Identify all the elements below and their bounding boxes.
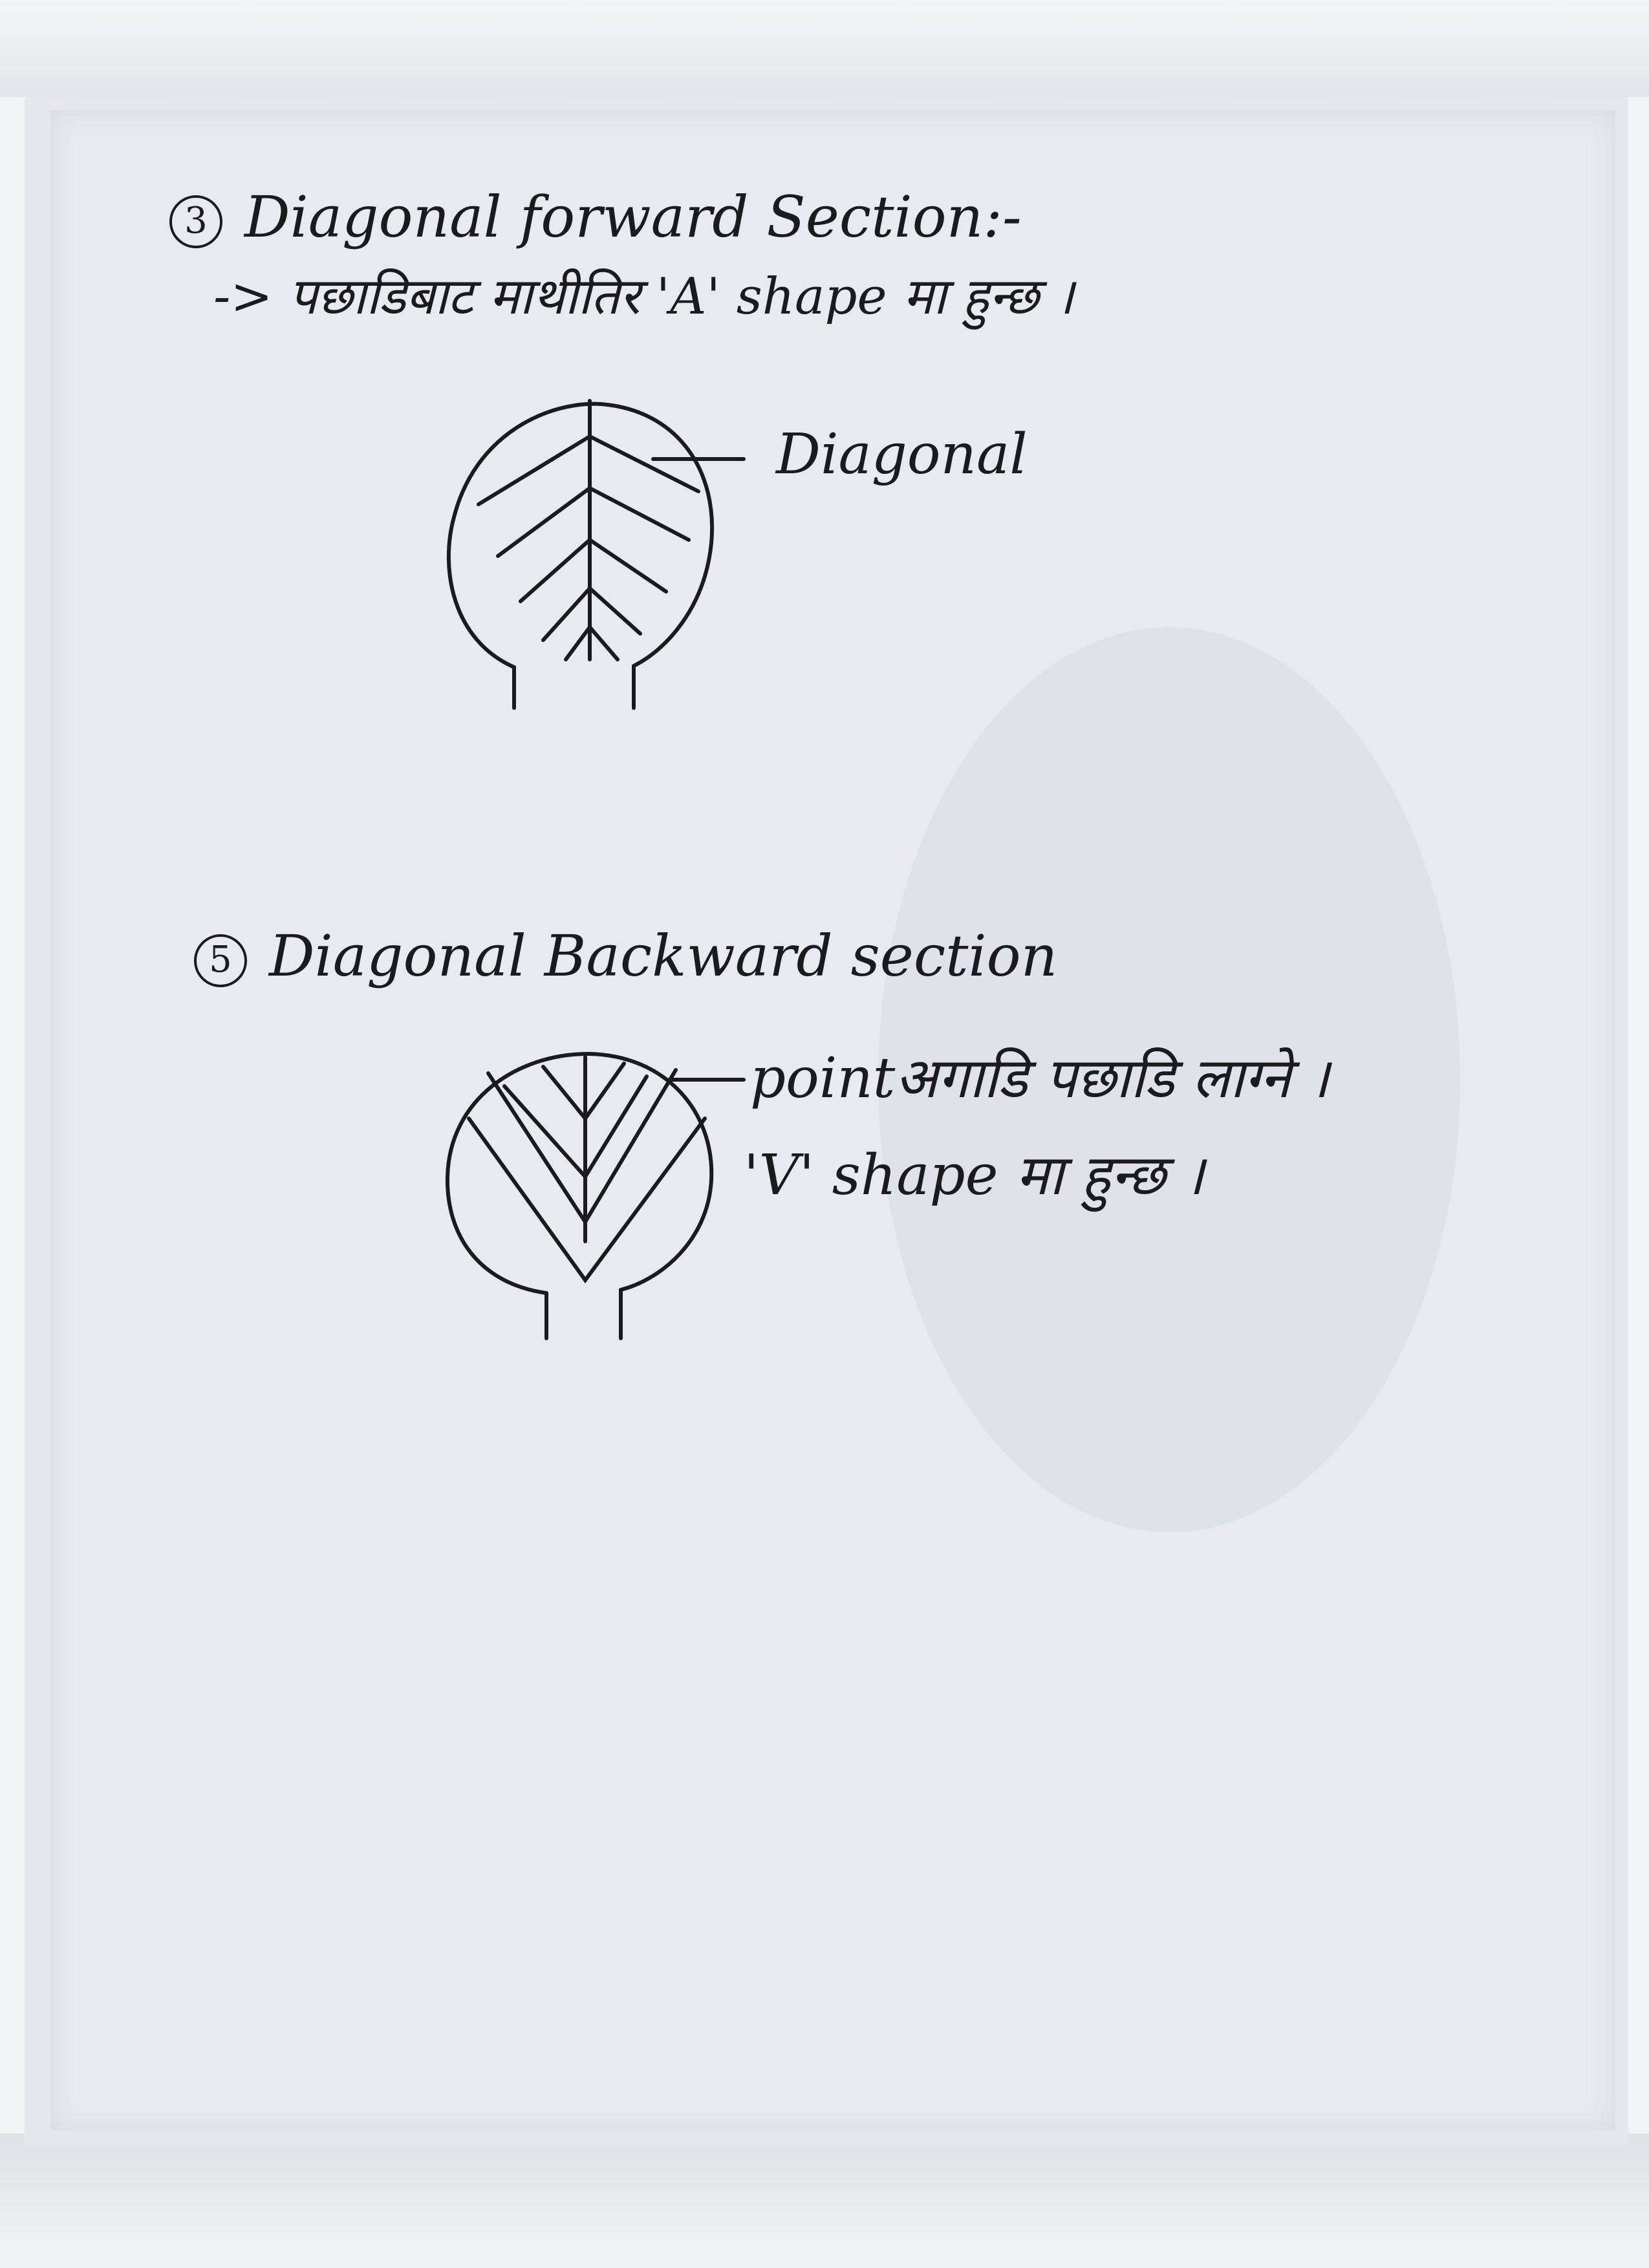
section-5-note-line-1: pointअगाडि पछाडि लाग्ने । bbox=[750, 1051, 1330, 1106]
section-3-heading-text: Diagonal forward Section:- bbox=[244, 184, 1022, 250]
section-3-number: 3 bbox=[169, 195, 222, 248]
diagonal-backward-diagram bbox=[440, 1028, 724, 1364]
section-5-note-line-2: 'V' shape मा हुन्छ । bbox=[744, 1148, 1204, 1203]
notebook-page bbox=[50, 110, 1615, 2130]
section-5-number: 5 bbox=[194, 934, 247, 987]
section-3-note: -> पछाडिबाट माथीतिर 'A' shape मा हुन्छ । bbox=[213, 272, 1074, 322]
diagonal-label: Diagonal bbox=[776, 427, 1028, 482]
head-outline bbox=[447, 1054, 711, 1293]
section-line bbox=[488, 1070, 676, 1222]
section-3-heading: 3Diagonal forward Section:- bbox=[169, 189, 1022, 248]
section-line bbox=[498, 488, 689, 556]
scan-background-bottom bbox=[0, 2134, 1649, 2268]
section-line bbox=[504, 1076, 647, 1177]
scan-background-top bbox=[0, 0, 1649, 97]
diagonal-forward-diagram bbox=[440, 388, 724, 724]
section-5-heading-text: Diagonal Backward section bbox=[269, 923, 1057, 989]
section-5-heading: 5Diagonal Backward section bbox=[194, 928, 1057, 987]
